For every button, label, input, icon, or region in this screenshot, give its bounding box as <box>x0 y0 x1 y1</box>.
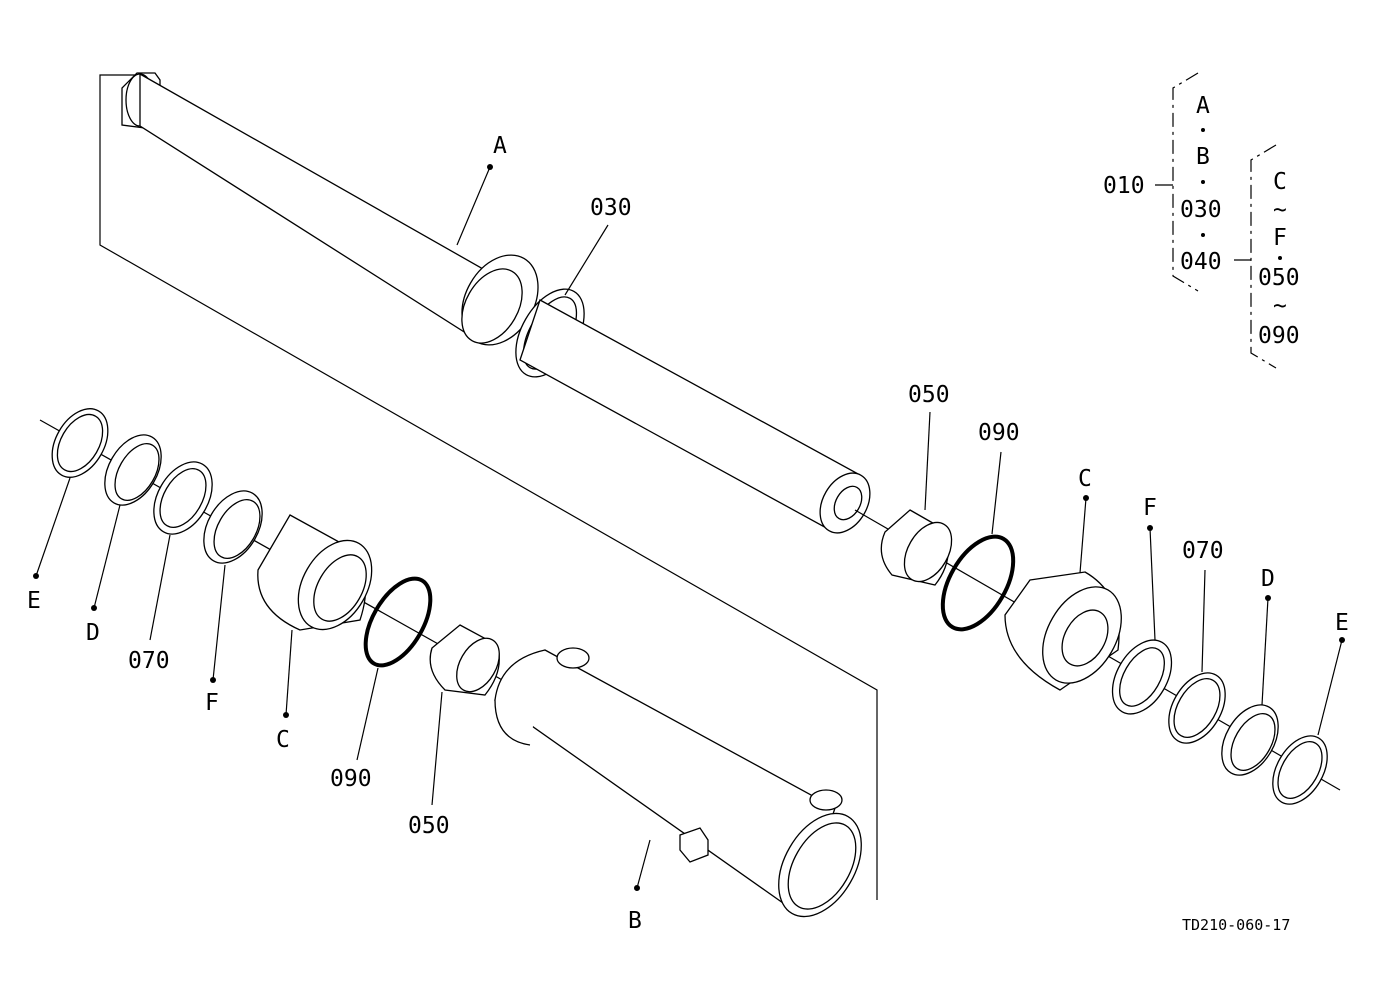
left-gland-C <box>257 514 373 631</box>
label-right-070: 070 <box>1182 538 1224 564</box>
label-right-D: D <box>1261 566 1275 592</box>
legend-group1-item-1: B <box>1196 144 1210 170</box>
label-tube-B: B <box>628 908 642 934</box>
label-left-D: D <box>86 620 100 646</box>
left-oring-090 <box>363 576 433 668</box>
label-right-E: E <box>1335 610 1349 636</box>
legend-group2-item-1: ~ <box>1273 197 1287 223</box>
label-left-070: 070 <box>128 648 170 674</box>
label-right-F: F <box>1143 495 1157 521</box>
label-right-C: C <box>1078 466 1092 492</box>
legend-group2-item-0: C <box>1273 169 1287 195</box>
assembly-legend: 010 A B 030 040 C ~ F 050 ~ 090 <box>1103 72 1300 369</box>
legend-group2-item-2: F <box>1273 225 1287 251</box>
legend-group1-item-2: 030 <box>1180 197 1222 223</box>
piston-rod-part <box>121 72 871 534</box>
right-oring-090 <box>940 534 1016 632</box>
left-bushing-050 <box>429 624 500 696</box>
label-left-050: 050 <box>408 813 450 839</box>
leader-lines <box>35 166 1343 889</box>
legend-group2-item-3: 050 <box>1258 265 1300 291</box>
leader-dots <box>33 164 1345 891</box>
assembly-bracket-frame <box>99 74 878 900</box>
label-right-090: 090 <box>978 420 1020 446</box>
legend-group1-item-3: 040 <box>1180 249 1222 275</box>
cylinder-tube-part <box>493 647 862 918</box>
legend-assembly-010: 010 <box>1103 173 1145 199</box>
label-left-F: F <box>205 690 219 716</box>
label-left-090: 090 <box>330 766 372 792</box>
label-left-C: C <box>276 727 290 753</box>
legend-group2-item-4: ~ <box>1273 293 1287 319</box>
drawing-id: TD210-060-17 <box>1182 916 1290 934</box>
right-gland-C <box>1004 571 1122 691</box>
legend-group2-item-5: 090 <box>1258 323 1300 349</box>
label-left-E: E <box>27 588 41 614</box>
legend-group1-item-0: A <box>1196 93 1210 119</box>
label-rod-A: A <box>493 133 507 159</box>
right-bushing-050 <box>880 509 953 586</box>
label-right-050: 050 <box>908 382 950 408</box>
label-030-top: 030 <box>590 195 632 221</box>
